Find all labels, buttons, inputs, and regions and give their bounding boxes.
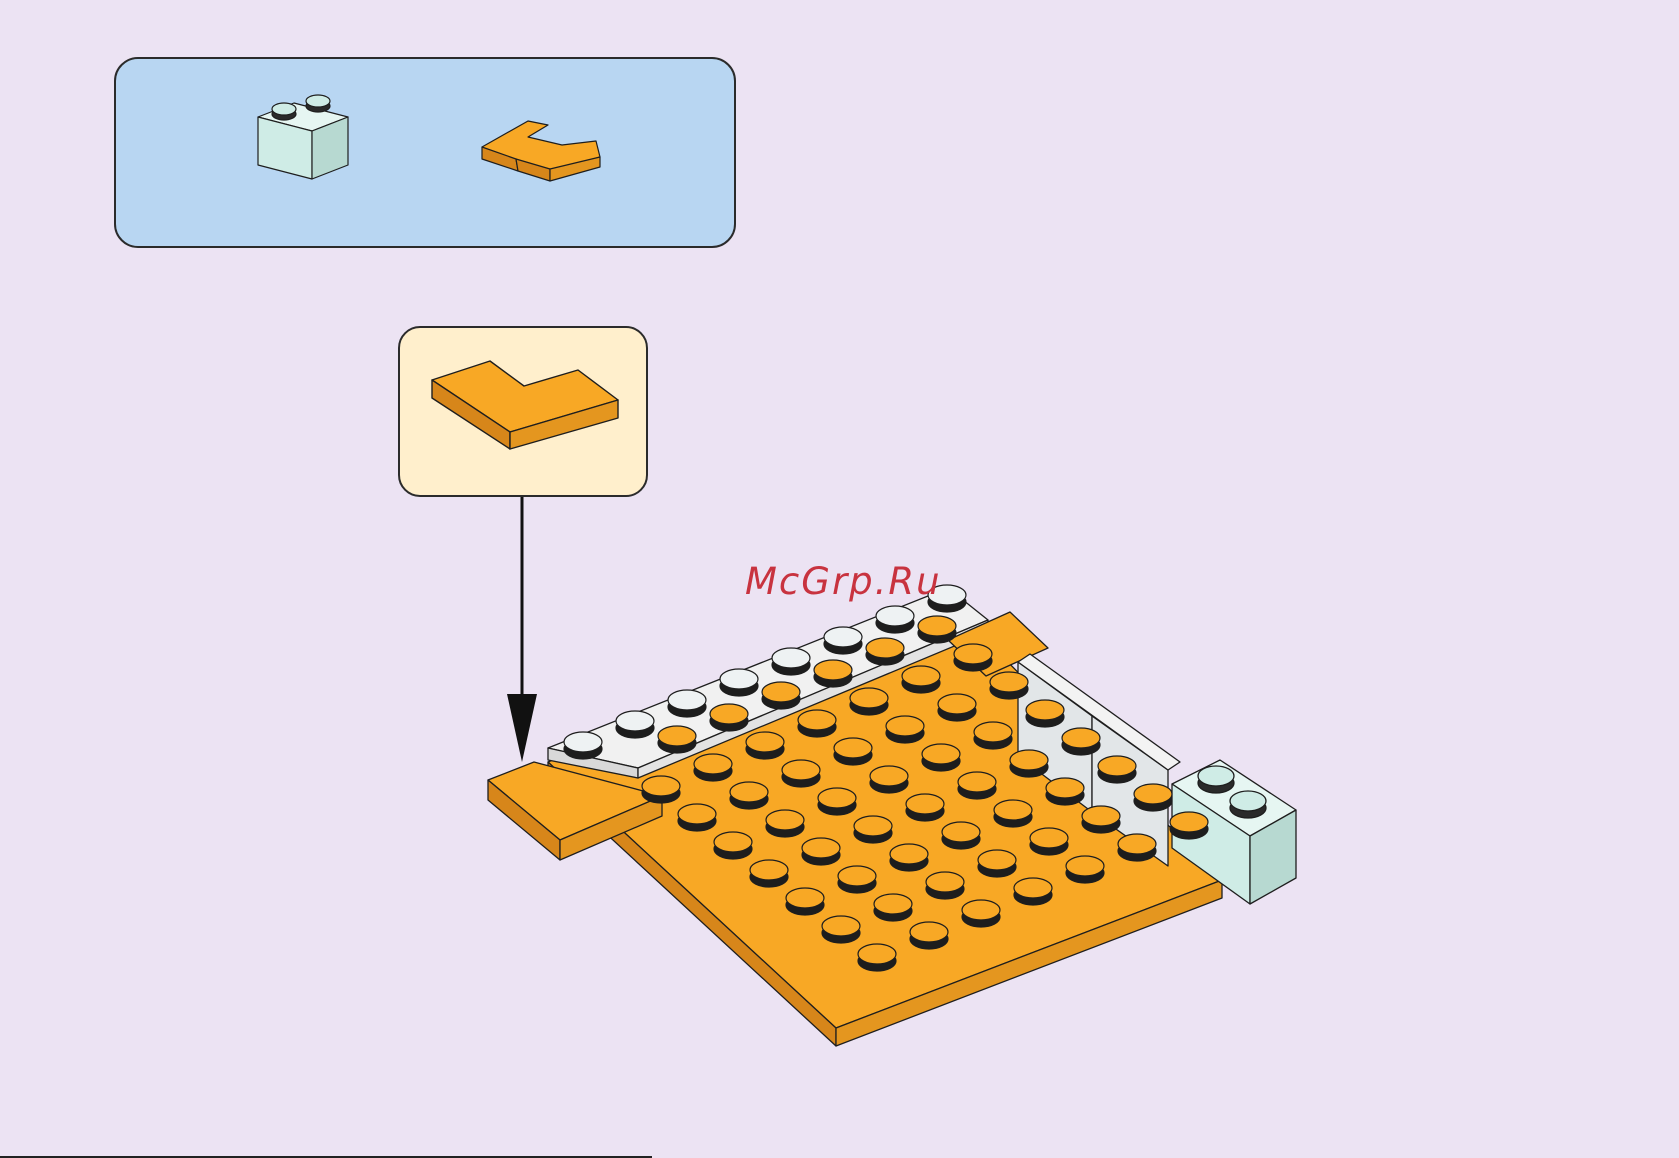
plate-stud (962, 900, 1000, 920)
plate-stud (746, 732, 784, 752)
plate-stud (1082, 806, 1120, 826)
plate-stud (866, 638, 904, 658)
plate-stud (766, 810, 804, 830)
plate-stud (958, 772, 996, 792)
plate-stud (906, 794, 944, 814)
white-plate-stud (668, 690, 706, 710)
plate-stud (954, 644, 992, 664)
plate-stud (1134, 784, 1172, 804)
plate-stud (834, 738, 872, 758)
plate-stud (1030, 828, 1068, 848)
plate-stud (786, 888, 824, 908)
plate-stud (658, 726, 696, 746)
white-plate-stud (616, 711, 654, 731)
plate-stud (978, 850, 1016, 870)
plate-stud (714, 832, 752, 852)
plate-stud (994, 800, 1032, 820)
plate-stud (922, 744, 960, 764)
white-plate-stud (564, 732, 602, 752)
plate-stud (886, 716, 924, 736)
white-plate-stud (772, 648, 810, 668)
plate-stud (918, 616, 956, 636)
plate-stud (814, 660, 852, 680)
plate-stud (850, 688, 888, 708)
plate-stud (782, 760, 820, 780)
plate-stud (1014, 878, 1052, 898)
plate-stud (838, 866, 876, 886)
plate-stud (910, 922, 948, 942)
plate-stud (990, 672, 1028, 692)
plate-stud (762, 682, 800, 702)
plate-stud (974, 722, 1012, 742)
plate-stud (926, 872, 964, 892)
plate-stud (678, 804, 716, 824)
plate-stud (694, 754, 732, 774)
plate-stud (1046, 778, 1084, 798)
plate-stud (1010, 750, 1048, 770)
plate-stud (822, 916, 860, 936)
plate-stud (802, 838, 840, 858)
plate-stud (642, 776, 680, 796)
white-plate-stud (876, 606, 914, 626)
plate-stud (1066, 856, 1104, 876)
plate-stud (710, 704, 748, 724)
plate-stud (730, 782, 768, 802)
plate-stud (858, 944, 896, 964)
plate-stud (750, 860, 788, 880)
plate-stud (874, 894, 912, 914)
plate-stud (902, 666, 940, 686)
plate-stud (1098, 756, 1136, 776)
plate-stud (870, 766, 908, 786)
white-plate-stud (720, 669, 758, 689)
plate-stud (890, 844, 928, 864)
plate-stud (938, 694, 976, 714)
plate-stud (1062, 728, 1100, 748)
white-plate-stud (824, 627, 862, 647)
plate-stud (798, 710, 836, 730)
plate-stud (1170, 812, 1208, 832)
plate-stud (942, 822, 980, 842)
plate-stud (818, 788, 856, 808)
plate-stud (854, 816, 892, 836)
watermark: McGrp.Ru (745, 560, 942, 603)
plate-stud (1118, 834, 1156, 854)
plate-stud (1026, 700, 1064, 720)
